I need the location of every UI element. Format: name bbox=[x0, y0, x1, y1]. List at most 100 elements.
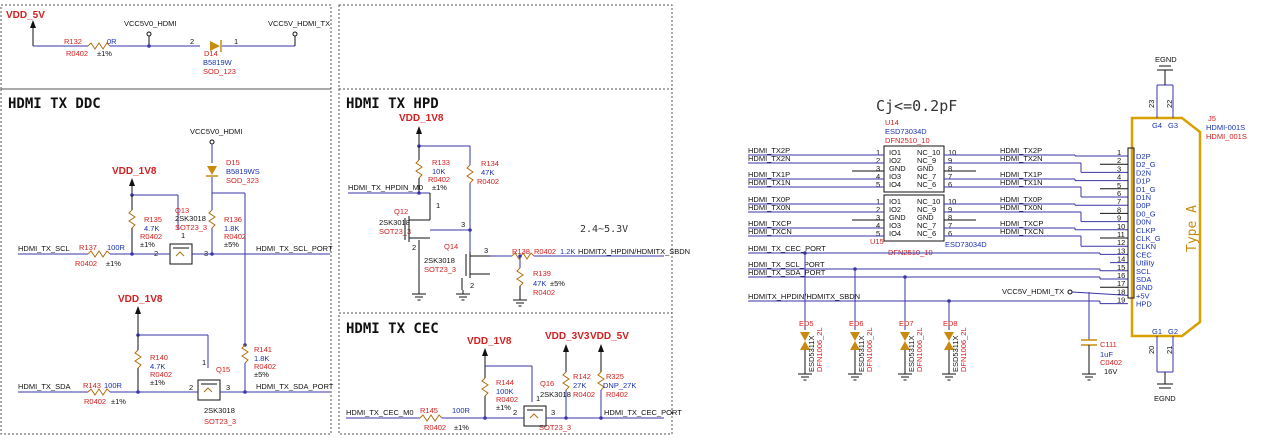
j5-pin-name-14: Utility bbox=[1136, 259, 1155, 268]
r133-pkg: R0402 bbox=[428, 175, 450, 184]
hpd-section: HDMI TX HPD VDD_1V8 R133 10K R0402 ±1% R… bbox=[346, 96, 690, 307]
r133-ref: R133 bbox=[432, 158, 450, 167]
c111-pkg: C0402 bbox=[1100, 358, 1122, 367]
r142-ref: R142 bbox=[573, 372, 591, 381]
r132-tol: ±1% bbox=[97, 49, 112, 58]
j5-g1: G1 bbox=[1152, 327, 1162, 336]
d15-pkg: SOD_323 bbox=[226, 176, 259, 185]
r136-pkg: R0402 bbox=[224, 232, 246, 241]
r142-val: 27K bbox=[573, 381, 586, 390]
net-scl-port: HDMI_TX_SCL_PORT bbox=[256, 244, 333, 253]
q12-pin2: 2 bbox=[412, 243, 416, 252]
u15-left-pin-1: IO1 bbox=[889, 197, 901, 206]
ed6-val: ESD5311X bbox=[857, 335, 866, 372]
j5-pin-num-3: 3 bbox=[1117, 164, 1121, 173]
net-tx2p-l: HDMI_TX2P bbox=[748, 146, 790, 155]
ed5-diode-bottom bbox=[800, 341, 810, 350]
j5-pin-name-5: D1_G bbox=[1136, 185, 1156, 194]
ed7-junction bbox=[903, 275, 907, 279]
ed8-ref: ED8 bbox=[943, 319, 958, 328]
u15-right-pin-3: GND bbox=[917, 213, 934, 222]
voltage-note: 2.4~5.3V bbox=[580, 224, 628, 235]
ed5-pkg: DFN1006_2L bbox=[815, 327, 824, 372]
r325-ref: R325 bbox=[606, 372, 624, 381]
power-section: VDD_5V R132 0R R0402 ±1% VCC5V0_HDMI 2 D… bbox=[6, 10, 330, 76]
j5-val: HDMI-001S bbox=[1206, 123, 1245, 132]
q16-pin2: 2 bbox=[513, 408, 517, 417]
j5-pin-num-1: 1 bbox=[1117, 148, 1121, 157]
vdd5v-arrow bbox=[30, 20, 36, 28]
u15-right-num-5: 6 bbox=[948, 229, 952, 238]
net-hpdin-sbdn: HDMITX_HPDIN/HDMITX_SBDN bbox=[748, 292, 860, 301]
r143-ref: R143 bbox=[83, 381, 101, 390]
q12-val: 2SK3018 bbox=[379, 218, 410, 227]
r139-ref: R139 bbox=[533, 269, 551, 278]
panel-top-right bbox=[338, 4, 673, 90]
r139-val: 47K bbox=[533, 279, 546, 288]
net-scl: HDMI_TX_SCL bbox=[18, 244, 70, 253]
j5-pin-name-11: CLK_G bbox=[1136, 234, 1161, 243]
j5-pin-num-17: 17 bbox=[1117, 279, 1125, 288]
j5-pin-name-12: CLKN bbox=[1136, 242, 1156, 251]
ed5-diode-top bbox=[800, 332, 810, 341]
hpd-title: HDMI TX HPD bbox=[346, 96, 439, 112]
net-hpdin-m0: HDMI_TX_HPDIN_M0 bbox=[348, 183, 423, 192]
ddc-title: HDMI TX DDC bbox=[8, 96, 101, 112]
u15-ref: U15 bbox=[870, 237, 884, 246]
r141-pkg: R0402 bbox=[254, 362, 276, 371]
r135-pkg: R0402 bbox=[140, 232, 162, 241]
r141-val: 1.8K bbox=[254, 354, 269, 363]
j5-pin-num-15: 15 bbox=[1117, 263, 1125, 272]
u14-left-num-4: 4 bbox=[876, 172, 880, 181]
net-tx2p-r: HDMI_TX2P bbox=[1000, 146, 1042, 155]
vcc5v0-hdmi-label-top: VCC5V0_HDMI bbox=[124, 19, 177, 28]
u14-left-num-2: 2 bbox=[876, 156, 880, 165]
ed8-pkg: DFN1006_2L bbox=[959, 327, 968, 372]
u14-right-pin-5: NC_6 bbox=[917, 180, 936, 189]
u15-left-pin-5: IO4 bbox=[889, 229, 901, 238]
j5-pin-num-6: 6 bbox=[1117, 189, 1121, 198]
r325-val: DNP_27K bbox=[603, 381, 636, 390]
cec-section: HDMI TX CEC VDD_1V8 R144 100K R0402 ±1% … bbox=[346, 321, 682, 432]
r136-ref: R136 bbox=[224, 215, 242, 224]
j5-pin23: 23 bbox=[1147, 100, 1156, 108]
d14-pin1: 1 bbox=[234, 37, 238, 46]
u14-ref: U14 bbox=[885, 118, 899, 127]
c111-val: 1uF bbox=[1100, 350, 1113, 359]
u15-right-pin-1: NC_10 bbox=[917, 197, 940, 206]
u15-left-num-2: 2 bbox=[876, 205, 880, 214]
u14-right-pin-1: NC_10 bbox=[917, 148, 940, 157]
j5-pin20: 20 bbox=[1147, 346, 1156, 354]
net-tx2n-l: HDMI_TX2N bbox=[748, 154, 791, 163]
u14-left-pin-5: IO4 bbox=[889, 180, 901, 189]
u14-val: ESD73034D bbox=[885, 127, 927, 136]
j5-pin-num-11: 11 bbox=[1117, 230, 1125, 239]
d15-val: B5819WS bbox=[226, 167, 260, 176]
j5-pin-name-3: D2N bbox=[1136, 168, 1151, 177]
ed7-diode-top bbox=[900, 332, 910, 341]
ed6-ref: ED6 bbox=[849, 319, 864, 328]
r145-ref: R145 bbox=[420, 406, 438, 415]
r137-val: 100R bbox=[107, 243, 126, 252]
j5-pin-name-10: CLKP bbox=[1136, 226, 1156, 235]
j5-pin-name-18: +5V bbox=[1136, 291, 1150, 300]
q12-pkg: SOT23_3 bbox=[379, 227, 411, 236]
net-tx2n-r: HDMI_TX2N bbox=[1000, 154, 1043, 163]
q12-ref: Q12 bbox=[394, 207, 408, 216]
j5-pin-name-2: D2_G bbox=[1136, 160, 1156, 169]
u15-left-pin-4: IO3 bbox=[889, 221, 901, 230]
r140-ref: R140 bbox=[150, 353, 168, 362]
j5-pin-num-13: 13 bbox=[1117, 246, 1125, 255]
j5-g2: G2 bbox=[1168, 327, 1178, 336]
r133-val: 10K bbox=[432, 167, 445, 176]
r138-ref: R138 bbox=[512, 247, 530, 256]
vcc5v-hdmi-tx-conn: VCC5V_HDMI_TX bbox=[1002, 287, 1064, 296]
egnd-bottom: EGND bbox=[1154, 394, 1176, 403]
r134-val: 47K bbox=[481, 168, 494, 177]
cec-title: HDMI TX CEC bbox=[346, 321, 439, 337]
vcc5v0-hdmi-label: VCC5V0_HDMI bbox=[190, 127, 243, 136]
net-txcp-r: HDMI_TXCP bbox=[1000, 219, 1043, 228]
r145-val: 100R bbox=[452, 406, 471, 415]
r135-ref: R135 bbox=[144, 215, 162, 224]
u14-left-pin-4: IO3 bbox=[889, 172, 901, 181]
